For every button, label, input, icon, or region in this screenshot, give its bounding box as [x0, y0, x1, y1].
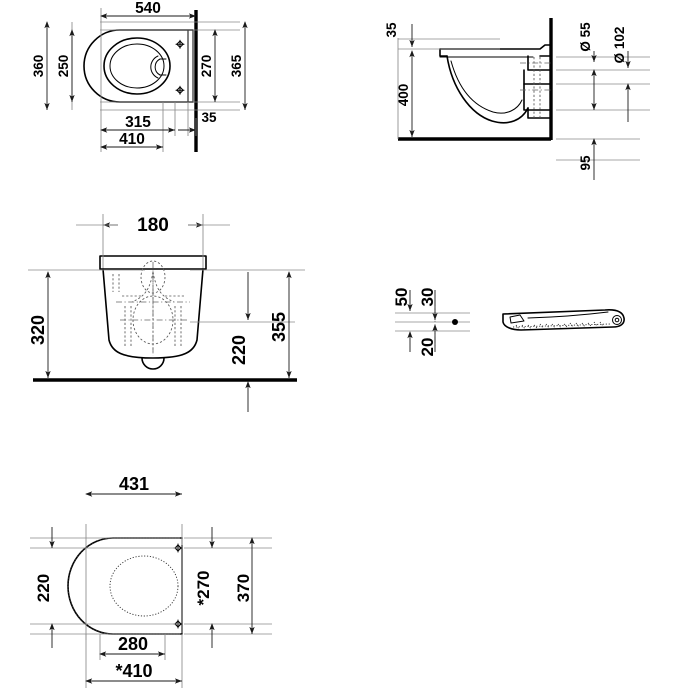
dim-text-35-plan: 35 — [201, 110, 217, 125]
dim-text-270-plan: 270 — [199, 55, 214, 78]
dim-text-355: 355 — [269, 312, 289, 342]
toilet-top-rim-section — [439, 44, 552, 57]
pivot-point-seat-profile — [452, 319, 458, 325]
outlet-upper-block-section — [527, 55, 552, 71]
toilet-front-lip-section — [439, 48, 448, 57]
dim-text-220-elev: 220 — [229, 335, 249, 365]
seat-hinge-circle — [612, 315, 622, 325]
dim-text-320: 320 — [28, 315, 48, 345]
seat-hinge-pin — [614, 317, 620, 323]
fixing-hole-lower-plan — [175, 85, 185, 95]
fixing-hole-upper-plan — [175, 39, 185, 49]
bowl-rim-outer-plan — [103, 37, 171, 95]
hidden-internals-elevation — [112, 260, 184, 352]
dim-text-180: 180 — [137, 215, 169, 236]
dim-text-360: 360 — [31, 55, 46, 78]
dim-text-365: 365 — [229, 54, 244, 77]
seat-lid-profile-outline — [502, 309, 625, 331]
dim-text-95: 95 — [578, 155, 593, 171]
dim-text-280: 280 — [118, 634, 148, 654]
dim-text-35-section: 35 — [384, 22, 399, 38]
dim-text-20: 20 — [418, 338, 437, 357]
view-front-elevation: 180 320 220 355 — [28, 214, 305, 412]
dim-text-dia102: Ø 102 — [612, 27, 627, 64]
dim-text-250: 250 — [56, 55, 71, 78]
toilet-body-outline-plan — [83, 29, 194, 103]
dim-text-410-seat: *410 — [115, 661, 152, 681]
view-seat-profile: 50 30 20 — [392, 288, 625, 357]
seat-opening-plan — [109, 555, 179, 617]
toilet-bowl-inner-section — [450, 60, 523, 114]
toilet-bowl-elevation — [102, 268, 204, 359]
view-side-section: 35 400 Ø 55 Ø 102 95 — [384, 18, 650, 180]
outlet-lower-block-section — [523, 83, 552, 111]
seat-lid-upper-line — [527, 311, 609, 319]
dim-text-540: 540 — [135, 0, 161, 17]
view-seat-plan: 431 220 *270 370 280 *410 — [30, 474, 272, 688]
dim-text-400: 400 — [396, 84, 411, 107]
dim-text-dia55: Ø 55 — [578, 22, 593, 52]
dim-text-370: 370 — [234, 574, 253, 602]
outlet-mid-block-section — [523, 69, 552, 85]
view-top-plan: 540 360 250 270 365 315 35 410 — [31, 0, 248, 152]
seat-lid-notch — [509, 314, 525, 324]
toilet-bowl-outer-section — [446, 55, 529, 124]
dim-text-220-seat: 220 — [34, 574, 53, 602]
outlet-foot-section — [527, 107, 552, 119]
toilet-outlet-knob-elevation — [141, 357, 165, 370]
bowl-rim-inner-plan — [109, 43, 165, 89]
dim-text-270-seat: *270 — [194, 571, 213, 606]
dim-text-410-plan: 410 — [119, 131, 145, 148]
seat-outline-dotted-plan — [67, 537, 182, 635]
dim-text-431: 431 — [119, 474, 149, 494]
flush-arc-outer-plan — [150, 55, 159, 79]
seat-outline-plan — [67, 537, 183, 635]
dim-text-315: 315 — [125, 114, 151, 131]
dim-text-30: 30 — [418, 288, 437, 307]
flush-arc-inner-plan — [154, 58, 161, 76]
dim-text-50: 50 — [392, 288, 411, 307]
